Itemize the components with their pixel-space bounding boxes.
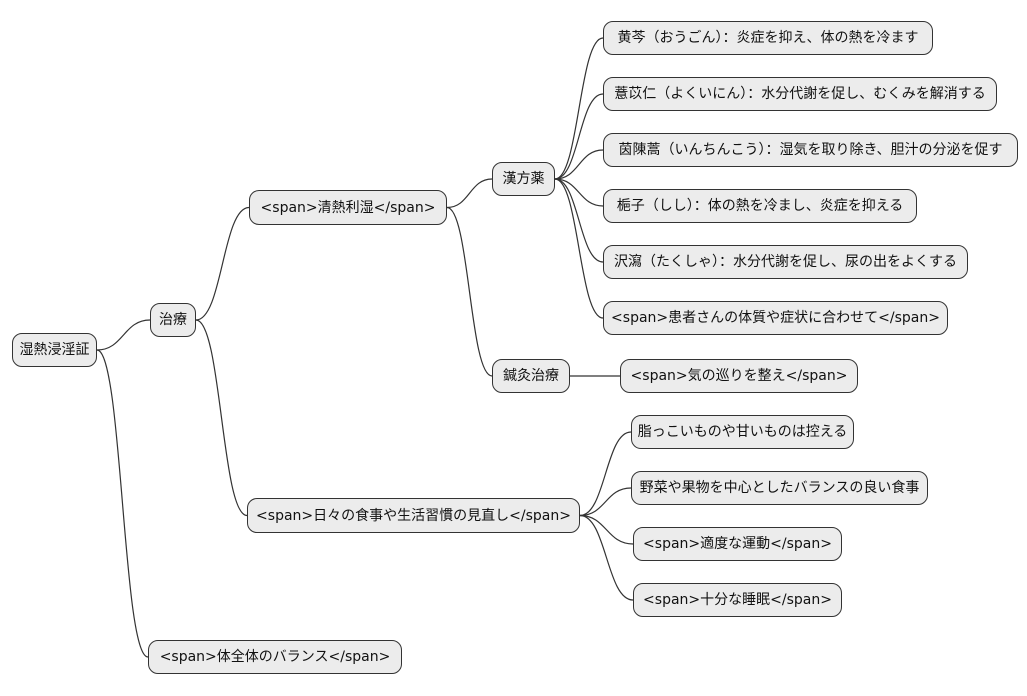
node-yokuinin: 薏苡仁（よくいにん）：水分代謝を促し、むくみを解消する	[603, 77, 997, 111]
node-takusha: 沢瀉（たくしゃ）：水分代謝を促し、尿の出をよくする	[603, 245, 968, 279]
edge-kampo-inchinko	[554, 149, 604, 180]
node-root: 湿熱浸淫証	[12, 333, 97, 367]
edge-seinetsu-kampo	[446, 178, 493, 209]
node-shishi: 梔子（しし）：体の熱を冷まし、炎症を抑える	[603, 189, 917, 223]
edge-kampo-takusha	[554, 178, 604, 263]
edge-seinetsu-shinkyu	[446, 206, 493, 377]
node-ogon: 黄芩（おうごん）：炎症を抑え、体の熱を冷ます	[603, 21, 933, 55]
edge-kampo-ogon	[554, 37, 604, 180]
edge-treatment-seinetsu-rishitsu	[195, 206, 250, 321]
node-treatment: 治療	[150, 303, 196, 337]
node-inchinko: 茵陳蒿（いんちんこう）：湿気を取り除き、胆汁の分泌を促す	[603, 133, 1018, 167]
node-lifestyle: <span>日々の食事や生活習慣の見直し</span>	[247, 498, 580, 533]
node-shinkyu: 鍼灸治療	[492, 359, 570, 393]
node-kampo: 漢方薬	[492, 162, 555, 196]
edge-lifestyle-moderate-exercise	[579, 514, 634, 545]
edge-root-body-balance	[96, 349, 149, 658]
node-enough-sleep: <span>十分な睡眠</span>	[633, 583, 842, 617]
node-ki-flow: <span>気の巡りを整え</span>	[620, 359, 858, 393]
edge-lifestyle-vegetables-fruits	[579, 487, 632, 517]
edge-lifestyle-avoid-oily-sweet	[579, 431, 632, 517]
node-moderate-exercise: <span>適度な運動</span>	[633, 527, 842, 561]
node-patient-fit: <span>患者さんの体質や症状に合わせて</span>	[603, 301, 948, 335]
edge-kampo-shishi	[554, 178, 604, 207]
node-body-balance: <span>体全体のバランス</span>	[148, 640, 402, 674]
edge-kampo-yokuinin	[554, 93, 604, 180]
node-seinetsu-rishitsu: <span>清熱利湿</span>	[249, 190, 447, 225]
edge-lifestyle-enough-sleep	[579, 514, 634, 601]
node-avoid-oily-sweet: 脂っこいものや甘いものは控える	[631, 415, 854, 449]
edge-treatment-lifestyle	[195, 319, 248, 517]
edge-root-treatment	[96, 319, 151, 351]
edge-kampo-patient-fit	[554, 178, 604, 319]
node-vegetables-fruits: 野菜や果物を中心としたバランスの良い食事	[631, 471, 928, 505]
